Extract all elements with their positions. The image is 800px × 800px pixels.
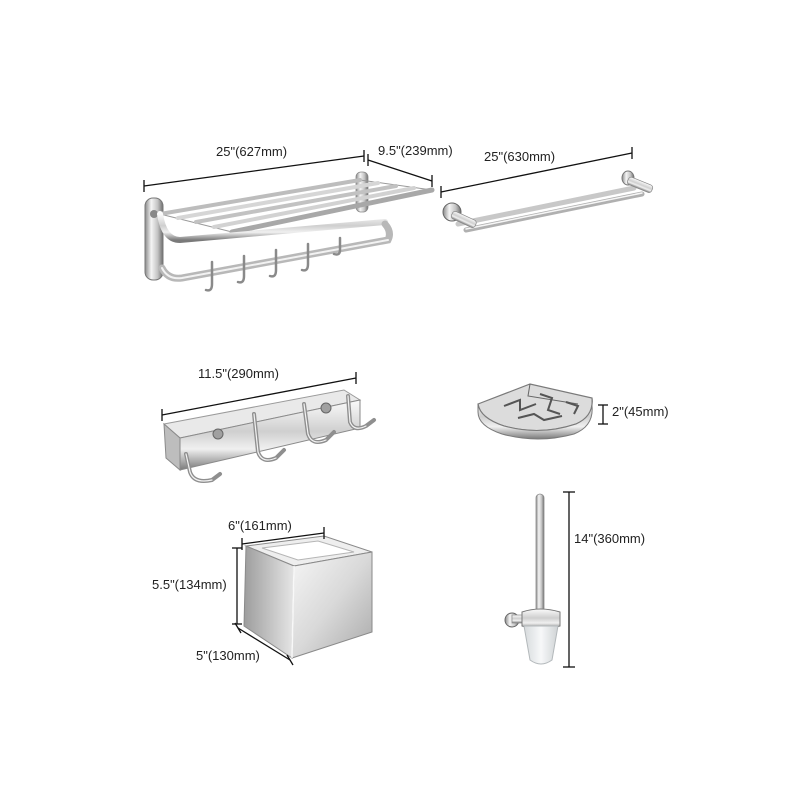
tissue-box-width-label: 6"(161mm) bbox=[228, 518, 292, 533]
double-towel-bar-dimension-lines bbox=[440, 147, 633, 198]
towel-rack-image bbox=[144, 171, 435, 292]
tissue-box-dimension-lines bbox=[232, 527, 325, 666]
towel-rack-width-label: 25"(627mm) bbox=[216, 144, 288, 159]
double-towel-bar-image bbox=[442, 170, 654, 233]
towel-rack-dimension-lines bbox=[143, 150, 433, 192]
corner-shelf-height-label: 2"(45mm) bbox=[612, 404, 669, 419]
double-towel-bar-width-label: 25"(630mm) bbox=[484, 149, 556, 164]
toilet-brush-image bbox=[504, 493, 561, 665]
tissue-box-image bbox=[243, 535, 373, 659]
tissue-box-depth-label: 5"(130mm) bbox=[196, 648, 260, 663]
robe-hook-width-label: 11.5"(290mm) bbox=[198, 366, 279, 381]
corner-shelf-dimension-lines bbox=[598, 404, 608, 425]
toilet-brush-dimension-lines bbox=[563, 491, 575, 668]
robe-hook-dimension-lines bbox=[161, 372, 357, 421]
toilet-brush-height-label: 14"(360mm) bbox=[574, 531, 646, 546]
tissue-box-height-label: 5.5"(134mm) bbox=[152, 577, 227, 592]
corner-shelf-image bbox=[477, 383, 593, 440]
towel-rack-depth-label: 9.5"(239mm) bbox=[378, 143, 453, 158]
robe-hook-image bbox=[162, 389, 376, 483]
